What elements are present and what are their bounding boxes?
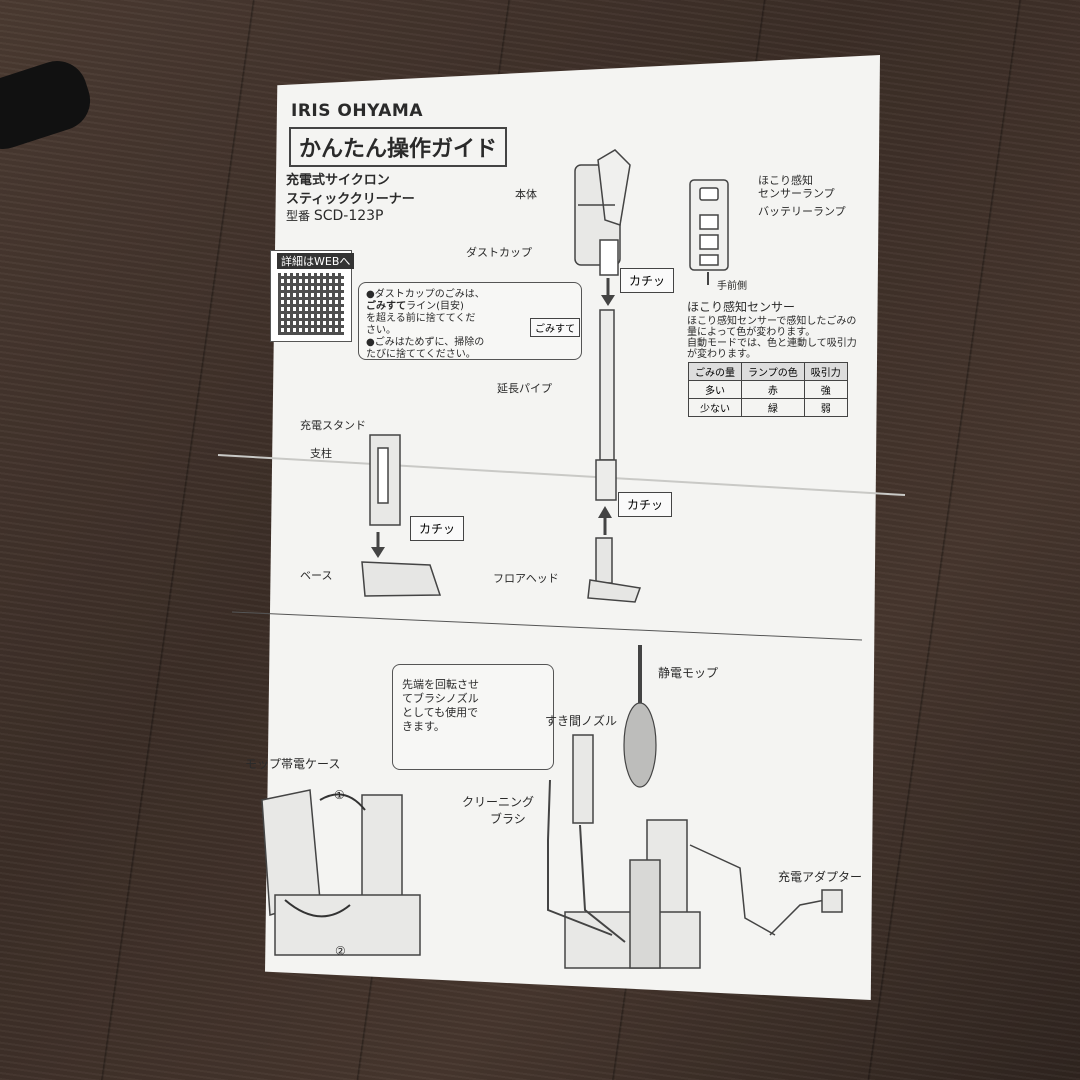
label-pillar: 支柱 bbox=[310, 447, 332, 460]
label-crevice-nozzle: すき間ノズル bbox=[545, 714, 618, 728]
stand-base-drawing bbox=[361, 561, 442, 597]
rotate-note-text: 先端を回転させ てブラシノズル としても使用で きます。 bbox=[402, 678, 479, 734]
sensor-desc-line: が変わります。 bbox=[687, 349, 756, 360]
lamp-panel-drawing bbox=[689, 179, 729, 271]
label-cleaning-brush-2: ブラシ bbox=[490, 812, 526, 826]
extension-pipe-drawing bbox=[595, 309, 617, 501]
model-number: 型番 SCD-123P bbox=[286, 207, 384, 224]
table-row: 少ない 緑 弱 bbox=[688, 398, 848, 417]
label-cleaning-brush-1: クリーニング bbox=[462, 795, 535, 809]
insert-arrow-icon bbox=[284, 899, 351, 918]
gomisute-label: ごみすて bbox=[530, 318, 581, 337]
dust-note-line: ●ダストカップのごみは、 bbox=[366, 289, 485, 300]
arrow-head-icon bbox=[601, 295, 615, 306]
arrow-head-up-icon bbox=[598, 506, 612, 518]
dust-level-table: ごみの量 ランプの色 吸引力 多い 赤 強 少ない 緑 弱 bbox=[688, 362, 848, 417]
click-callout-3: カチッ bbox=[410, 516, 465, 541]
label-charge-adapter: 充電アダプター bbox=[778, 870, 863, 884]
static-mop-drawing bbox=[623, 645, 657, 788]
dust-note-line: ●ごみはためずに、掃除の bbox=[366, 337, 485, 348]
rotate-note-line: きます。 bbox=[402, 720, 445, 733]
cleaning-brush-drawing bbox=[547, 779, 626, 943]
label-body: 本体 bbox=[515, 188, 537, 201]
label-dust-sensor-lamp-2: センサーランプ bbox=[758, 187, 835, 200]
table-cell: 緑 bbox=[741, 398, 805, 417]
table-cell: 強 bbox=[803, 380, 848, 399]
stand-arrow-head-icon bbox=[371, 547, 385, 558]
sensor-desc-line: 自動モードでは、色と連動して吸引力 bbox=[687, 338, 857, 349]
label-extension-pipe: 延長パイプ bbox=[497, 382, 552, 395]
rotate-note-line: てブラシノズル bbox=[402, 692, 479, 705]
dust-note-line: さい。 bbox=[366, 325, 396, 336]
table-header: ごみの量 bbox=[688, 362, 742, 381]
table-header-row: ごみの量 ランプの色 吸引力 bbox=[688, 362, 848, 381]
rotate-note-line: としても使用で bbox=[402, 706, 479, 719]
fold-line-horizontal bbox=[217, 454, 906, 496]
label-base: ベース bbox=[300, 569, 333, 582]
section-divider bbox=[231, 611, 863, 641]
table-header: 吸引力 bbox=[803, 362, 848, 381]
brand-logo: IRIS OHYAMA bbox=[291, 101, 423, 121]
table-row: 多い 赤 強 bbox=[688, 380, 848, 399]
mop-case-drawing bbox=[261, 789, 421, 956]
dust-note-text: ●ダストカップのごみは、 ごみすてライン(目安) を超える前に捨ててくだ さい。… bbox=[366, 289, 485, 361]
web-label: 詳細はWEBへ bbox=[277, 253, 355, 269]
product-name-line2: スティッククリーナー bbox=[286, 192, 415, 207]
label-charge-stand: 充電スタンド bbox=[300, 419, 366, 432]
label-front-side: 手前側 bbox=[717, 281, 747, 292]
model-code: SCD-123P bbox=[313, 208, 384, 224]
guide-title: かんたん操作ガイド bbox=[289, 127, 508, 167]
label-static-mop: 静電モップ bbox=[658, 666, 719, 680]
sensor-heading: ほこり感知センサー bbox=[687, 300, 796, 314]
qr-code-icon[interactable] bbox=[278, 273, 344, 335]
web-qr-box: 詳細はWEBへ bbox=[270, 250, 355, 342]
rotate-note-bubble bbox=[392, 664, 554, 770]
step-2-marker: ② bbox=[335, 944, 346, 958]
step-1-marker: ① bbox=[334, 788, 345, 802]
label-dust-cup: ダストカップ bbox=[466, 246, 532, 259]
sensor-desc-line: 量によって色が変わります。 bbox=[687, 327, 816, 338]
product-name-line1: 充電式サイクロン bbox=[286, 173, 390, 188]
label-dust-sensor-lamp-1: ほこり感知 bbox=[758, 174, 813, 187]
table-cell: 少ない bbox=[688, 398, 742, 417]
click-callout-1: カチッ bbox=[620, 268, 675, 293]
sensor-desc-line: ほこり感知センサーで感知したごみの bbox=[687, 316, 857, 327]
adapter-cable-drawing bbox=[689, 844, 843, 936]
label-floor-head: フロアヘッド bbox=[493, 572, 559, 585]
floor-head-drawing bbox=[587, 537, 642, 603]
rotate-note-line: 先端を回転させ bbox=[402, 678, 479, 691]
vacuum-body-drawing bbox=[574, 149, 631, 276]
sensor-description: ほこり感知センサーで感知したごみの 量によって色が変わります。 自動モードでは、… bbox=[687, 316, 857, 360]
charge-stand-drawing bbox=[369, 434, 401, 526]
dust-note-line: ごみすてライン(目安) bbox=[366, 301, 464, 312]
table-cell: 赤 bbox=[741, 380, 805, 399]
table-header: ランプの色 bbox=[741, 362, 805, 381]
click-callout-2: カチッ bbox=[618, 492, 673, 517]
model-prefix: 型番 bbox=[286, 209, 311, 223]
label-battery-lamp: バッテリーランプ bbox=[758, 205, 846, 218]
charging-dock-drawing bbox=[564, 819, 701, 969]
dust-note-line: を超える前に捨ててくだ bbox=[366, 313, 476, 324]
label-mop-case: モップ帯電ケース bbox=[245, 757, 341, 771]
open-arrow-icon bbox=[319, 793, 366, 811]
table-cell: 多い bbox=[688, 380, 742, 399]
dust-note-line: たびに捨ててください。 bbox=[366, 349, 476, 360]
table-cell: 弱 bbox=[803, 398, 848, 417]
